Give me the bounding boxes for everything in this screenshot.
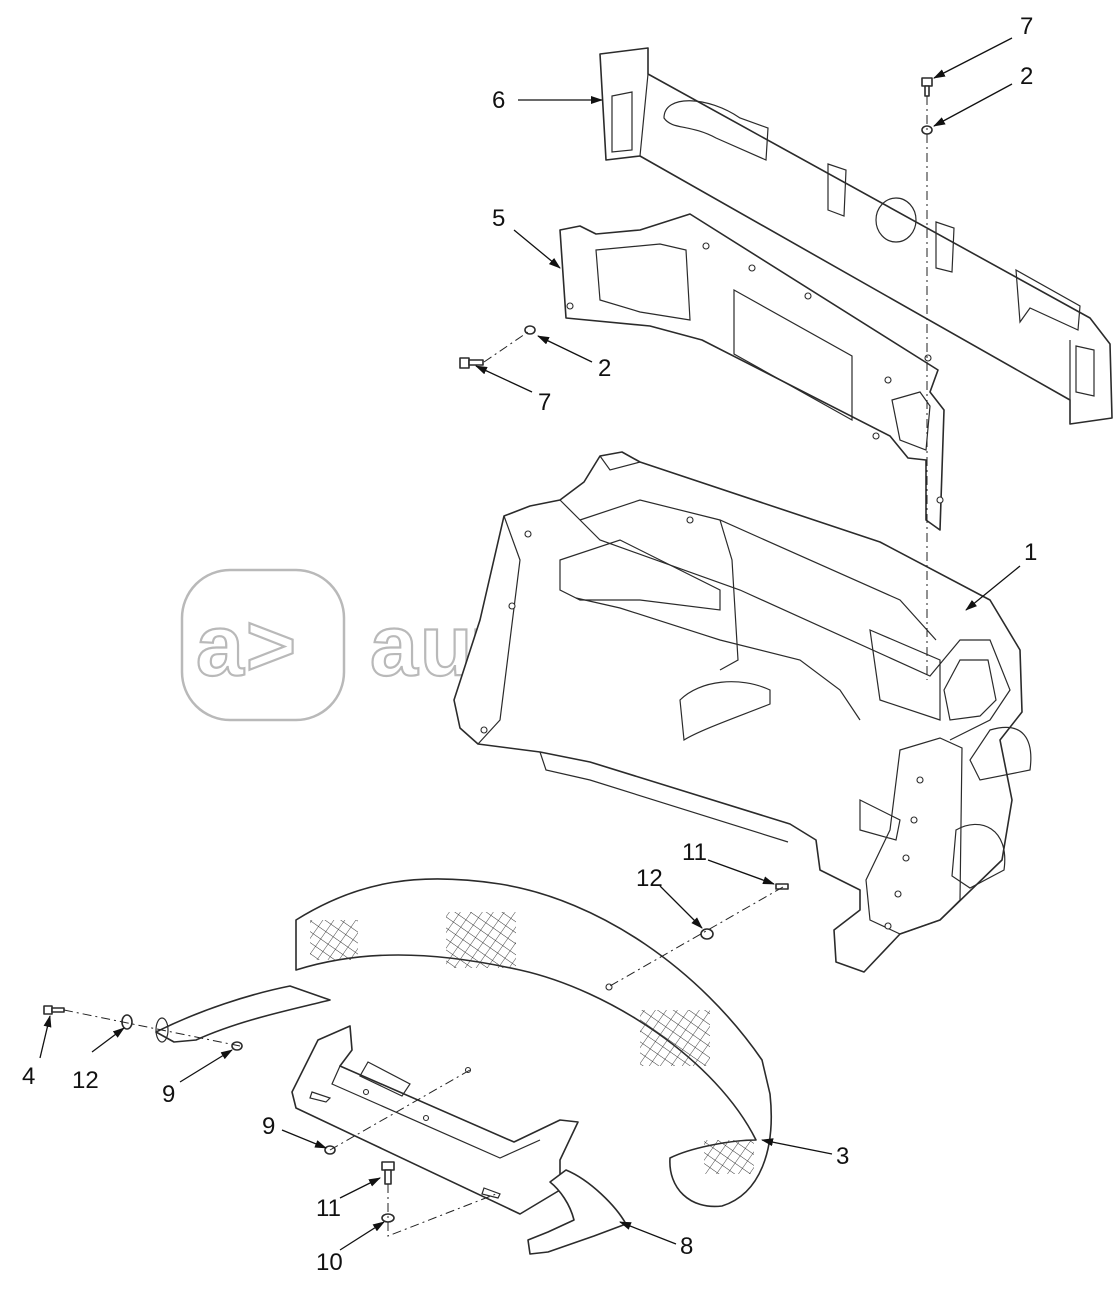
callout-7-top: 7 xyxy=(1020,13,1033,40)
watermark-logo-text: a> xyxy=(196,598,298,694)
part-3-grille-shroud xyxy=(295,878,772,1208)
callout-9-left: 9 xyxy=(162,1081,175,1108)
lower-bracket xyxy=(291,1025,579,1215)
leader-lines xyxy=(39,37,1021,1251)
watermark-logo-badge xyxy=(180,568,346,722)
part-5-mounting-plate xyxy=(559,213,945,531)
callout-3: 3 xyxy=(836,1143,849,1170)
callout-9-bottom: 9 xyxy=(262,1113,275,1140)
callout-4: 4 xyxy=(22,1063,35,1090)
callout-11-bottom: 11 xyxy=(316,1195,341,1222)
bolt-7-top xyxy=(921,77,933,97)
callout-12-left: 12 xyxy=(72,1067,99,1094)
callout-10: 10 xyxy=(316,1249,343,1276)
left-strap xyxy=(155,985,331,1043)
part-1-main-frame xyxy=(453,451,1032,973)
callout-5: 5 xyxy=(492,205,505,232)
bolt-11-right xyxy=(775,883,789,890)
bolt-4 xyxy=(43,1005,65,1015)
callout-8: 8 xyxy=(680,1233,693,1260)
callout-labels: 7 2 6 5 2 7 1 11 12 4 12 9 9 3 11 10 8 xyxy=(22,13,1037,1276)
washer-12-right xyxy=(700,928,714,940)
callout-2-top: 2 xyxy=(1020,63,1033,90)
bolt-11-bottom xyxy=(381,1161,395,1185)
callout-6: 6 xyxy=(492,87,505,114)
callout-2-mid: 2 xyxy=(598,355,611,382)
bolt-7-mid xyxy=(459,357,484,369)
callout-7-mid: 7 xyxy=(538,389,551,416)
nut-9-left xyxy=(231,1041,243,1051)
callout-11-right: 11 xyxy=(682,839,707,866)
callout-1: 1 xyxy=(1024,539,1037,566)
assembly-lines xyxy=(63,96,928,1237)
part-6-rear-beam xyxy=(599,47,1113,425)
callout-12-right: 12 xyxy=(636,865,663,892)
part-8-deflector xyxy=(527,1169,627,1255)
